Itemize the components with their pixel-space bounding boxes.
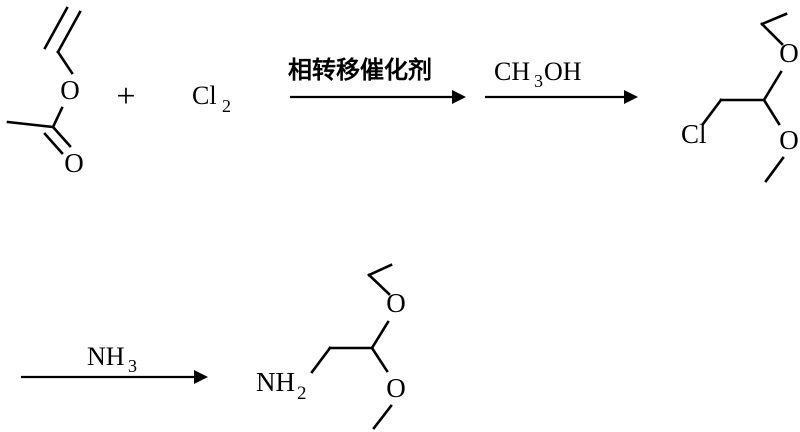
product1-lower-oxygen-to-methyl-bond (764, 156, 785, 183)
vinyl-double-bond-line-a (56, 10, 82, 54)
product2-lower-oxygen-label: O (386, 373, 406, 403)
product1-upper-methyl-bond (760, 12, 788, 26)
product1-upper-methyl-to-oxygen-bond (760, 22, 784, 46)
carbonyl-to-methyl-bond (6, 120, 55, 129)
product1-lower-oxygen-label: O (779, 125, 799, 155)
reaction-arrow-3: NH 3 (21, 342, 208, 384)
product2-acetal-to-lower-oxygen-bond (370, 346, 389, 373)
product2-lower-oxygen-to-methyl-bond (372, 404, 393, 430)
arrow-3-condition-main-label: NH (87, 342, 125, 371)
carbonyl-oxygen-label: O (64, 148, 84, 178)
product2-ch2-to-nitrogen-bond (310, 346, 332, 374)
chlorine-subscript-label: 2 (222, 96, 231, 116)
product2-upper-oxygen-to-acetal-bond (370, 320, 390, 350)
arrow-2-condition-tail-label: OH (544, 57, 582, 86)
plus-sign: + (116, 78, 135, 115)
arrow-1-condition-label: 相转移催化剂 (288, 56, 432, 84)
carbonyl-double-bond-line-b (43, 132, 64, 155)
carbonyl-double-bond-line-a (51, 125, 72, 148)
reaction-arrow-1: 相转移催化剂 (288, 56, 466, 104)
arrow-2-condition-main-label: CH (494, 57, 530, 86)
product1-chlorine-label: Cl (681, 119, 707, 149)
aminoacetaldehyde-dimethyl-acetal-structure: O NH 2 O (256, 263, 406, 430)
ester-oxygen-label: O (60, 75, 80, 105)
chloroacetaldehyde-dimethyl-acetal-structure: O Cl O (681, 12, 799, 183)
product1-upper-oxygen-label: O (779, 38, 799, 68)
chlorine-molecule: Cl 2 (192, 81, 231, 116)
reaction-arrow-2: CH 3 OH (485, 57, 638, 104)
product2-upper-oxygen-label: O (386, 288, 406, 318)
vinyl-to-ester-oxygen-bond (56, 50, 74, 75)
product1-upper-oxygen-to-acetal-bond (762, 70, 783, 102)
product1-acetal-to-lower-oxygen-bond (762, 98, 781, 126)
ester-oxygen-to-carbonyl-bond (51, 106, 64, 129)
product2-upper-methyl-bond (367, 263, 393, 277)
vinyl-double-bond-line-b (43, 6, 69, 50)
arrow-1-head (452, 90, 466, 104)
arrow-3-head (194, 370, 208, 384)
product1-ch2-to-chlorine-bond (701, 98, 723, 126)
vinyl-acetate-structure: O O (6, 6, 84, 178)
chlorine-element-label: Cl (192, 81, 217, 110)
product2-amine-main-label: NH (256, 367, 295, 397)
arrow-3-condition-sub-label: 3 (128, 356, 137, 376)
product2-amine-sub-label: 2 (297, 383, 307, 404)
arrow-2-condition-sub-label: 3 (534, 71, 543, 91)
arrow-2-head (624, 90, 638, 104)
product2-upper-methyl-to-oxygen-bond (367, 273, 391, 296)
